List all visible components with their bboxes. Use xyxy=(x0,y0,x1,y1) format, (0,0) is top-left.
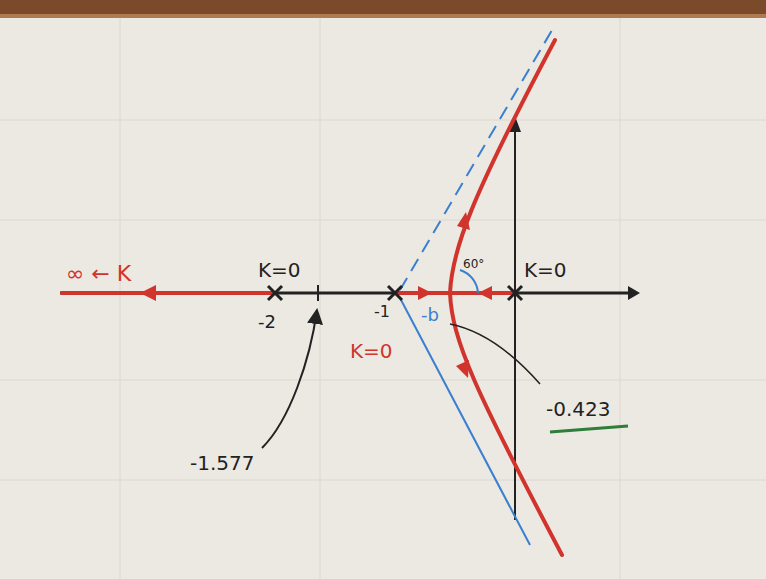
axis-label: -1.577 xyxy=(190,452,254,474)
faint-grid xyxy=(0,18,766,579)
underline xyxy=(550,426,628,432)
axis-label: ∞ ← K xyxy=(66,262,131,286)
breakin-tick xyxy=(317,285,319,301)
axis-label: -b xyxy=(421,305,439,325)
root-locus-branch xyxy=(62,40,562,555)
pole-mark xyxy=(268,286,522,300)
board-frame-edge xyxy=(0,14,766,18)
axis-label: -2 xyxy=(258,312,276,332)
axis-label: K=0 xyxy=(350,340,393,362)
leader-line xyxy=(450,324,540,384)
locus-arrow xyxy=(140,212,492,378)
board-frame xyxy=(0,0,766,14)
asymptote-line xyxy=(400,25,555,290)
axis-arrow xyxy=(628,286,640,300)
axis-label: K=0 xyxy=(258,259,301,281)
axis-label: 60° xyxy=(463,258,484,271)
axis-label: K=0 xyxy=(524,259,567,281)
axis-label: -1 xyxy=(374,303,390,321)
axis-label: -0.423 xyxy=(546,398,610,420)
angle-arc xyxy=(460,270,478,293)
asymptote-line xyxy=(400,298,530,545)
